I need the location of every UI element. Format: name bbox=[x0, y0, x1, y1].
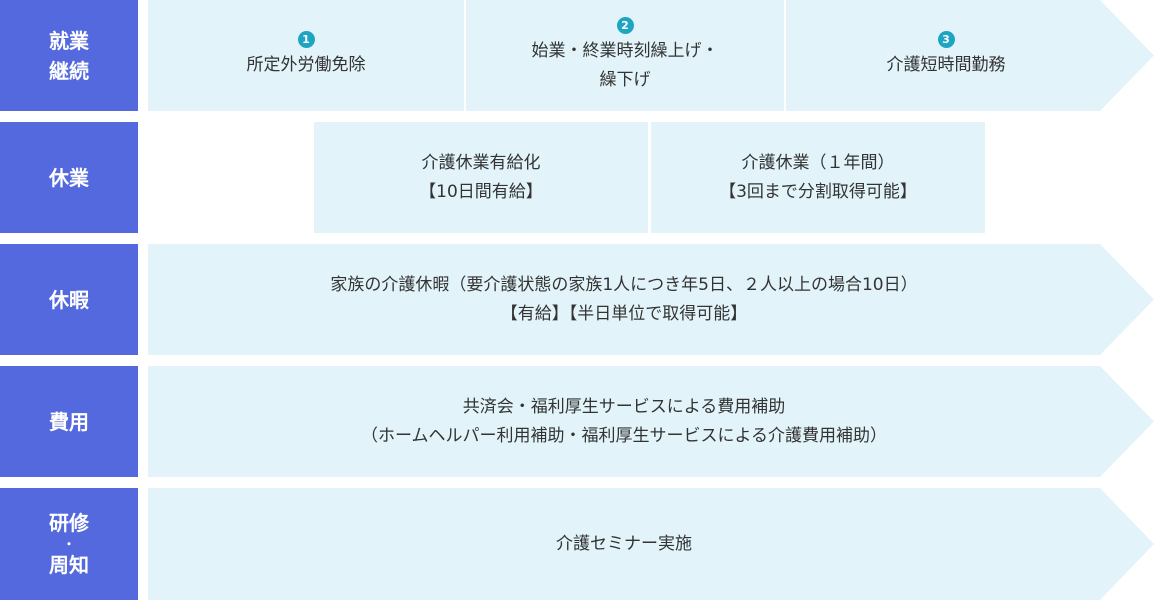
holiday-line1: 家族の介護休暇（要介護状態の家族1人につき年5日、２人以上の場合10日） bbox=[330, 274, 918, 295]
row-label-training-line2: 周知 bbox=[49, 553, 89, 577]
row-label-training-line1: 研修 bbox=[49, 511, 89, 535]
row-label-continuation-line2: 継続 bbox=[49, 58, 89, 83]
training-line1: 介護セミナー実施 bbox=[556, 533, 692, 554]
row-label-cost: 費用 bbox=[0, 366, 138, 477]
cell-divider bbox=[464, 0, 466, 111]
training-content: 介護セミナー実施 bbox=[148, 488, 1100, 600]
holiday-line2: 【有給】【半日単位で取得可能】 bbox=[500, 303, 748, 324]
row-arrow-holiday: 家族の介護休暇（要介護状態の家族1人につき年5日、２人以上の場合10日） 【有給… bbox=[148, 244, 1154, 355]
row-label-leave: 休業 bbox=[0, 122, 138, 233]
row-arrow-cost: 共済会・福利厚生サービスによる費用補助 （ホームヘルパー利用補助・福利厚生サービ… bbox=[148, 366, 1154, 477]
number-badge-1: 1 bbox=[297, 31, 315, 48]
row-label-cost-text: 費用 bbox=[49, 409, 89, 434]
row-label-continuation: 就業 継続 bbox=[0, 0, 138, 111]
row-arrow-training: 介護セミナー実施 bbox=[148, 488, 1154, 600]
leave-item-one-year-line2: 【3回まで分割取得可能】 bbox=[719, 181, 917, 202]
cell-divider bbox=[784, 0, 786, 111]
row-arrow-continuation: 1 所定外労働免除 2 始業・終業時刻繰上げ・ 繰下げ 3 介護短時間勤務 bbox=[148, 0, 1154, 111]
row-label-continuation-line1: 就業 bbox=[49, 28, 89, 53]
number-badge-3: 3 bbox=[937, 31, 955, 48]
leave-item-one-year: 介護休業（１年間） 【3回まで分割取得可能】 bbox=[651, 122, 985, 233]
row-label-training-dot: ・ bbox=[62, 537, 75, 551]
cost-line1: 共済会・福利厚生サービスによる費用補助 bbox=[462, 396, 786, 417]
continuation-item-2: 2 始業・終業時刻繰上げ・ 繰下げ bbox=[466, 0, 784, 111]
holiday-content: 家族の介護休暇（要介護状態の家族1人につき年5日、２人以上の場合10日） 【有給… bbox=[148, 244, 1100, 355]
continuation-item-1-text: 所定外労働免除 bbox=[246, 55, 366, 75]
row-label-training: 研修 ・ 周知 bbox=[0, 488, 138, 600]
cost-content: 共済会・福利厚生サービスによる費用補助 （ホームヘルパー利用補助・福利厚生サービ… bbox=[148, 366, 1100, 477]
number-badge-2: 2 bbox=[616, 16, 634, 34]
leave-item-paid: 介護休業有給化 【10日間有給】 bbox=[314, 122, 648, 233]
continuation-item-3-text: 介護短時間勤務 bbox=[886, 55, 1006, 75]
continuation-item-1: 1 所定外労働免除 bbox=[148, 0, 464, 111]
row-label-holiday: 休暇 bbox=[0, 244, 138, 355]
leave-item-paid-line2: 【10日間有給】 bbox=[419, 181, 543, 202]
continuation-item-3: 3 介護短時間勤務 bbox=[786, 0, 1106, 111]
leave-item-one-year-line1: 介護休業（１年間） bbox=[741, 152, 895, 173]
continuation-item-2-line1: 始業・終業時刻繰上げ・ bbox=[531, 40, 719, 61]
continuation-item-2-line2: 繰下げ bbox=[599, 69, 651, 90]
cost-line2: （ホームヘルパー利用補助・福利厚生サービスによる介護費用補助） bbox=[361, 425, 887, 446]
row-label-leave-text: 休業 bbox=[49, 165, 89, 190]
leave-item-paid-line1: 介護休業有給化 bbox=[421, 152, 541, 173]
row-label-holiday-text: 休暇 bbox=[49, 287, 89, 312]
